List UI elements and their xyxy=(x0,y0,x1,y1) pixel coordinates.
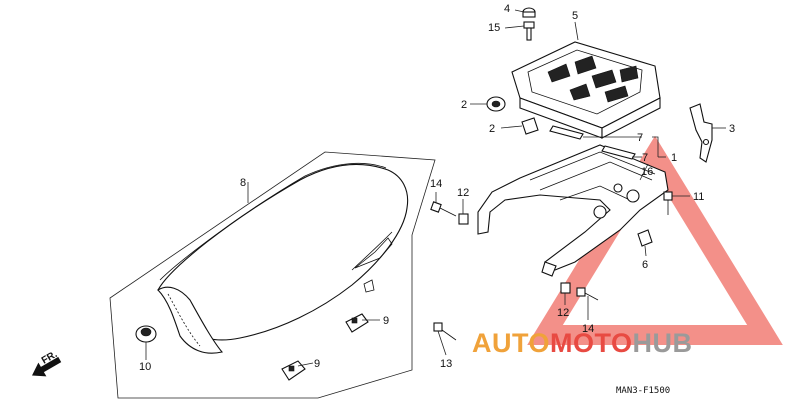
callout-6: 6 xyxy=(642,259,648,271)
bushing-2a xyxy=(486,96,506,112)
front-direction-arrow: FR. xyxy=(32,349,62,377)
callout-2b: 2 xyxy=(489,123,495,135)
bolt-14a xyxy=(430,201,457,217)
collar-12b xyxy=(560,282,571,294)
watermark-moto: MOTO xyxy=(550,328,633,358)
callout-8: 8 xyxy=(240,177,246,189)
rear-rack-top xyxy=(511,41,661,139)
callout-14a: 14 xyxy=(430,178,442,190)
callout-4: 4 xyxy=(504,3,510,15)
callout-3: 3 xyxy=(729,123,735,135)
callout-11: 11 xyxy=(693,191,704,203)
callout-15: 15 xyxy=(488,22,500,34)
leader-lines xyxy=(145,9,726,367)
rubber-strip-7a xyxy=(549,125,584,140)
callout-5: 5 xyxy=(572,10,578,22)
bushing-2b xyxy=(521,117,539,135)
callout-10: 10 xyxy=(139,361,151,373)
diagram-code: MAN3-F1500 xyxy=(616,386,670,396)
watermark-triangle xyxy=(527,135,783,345)
callout-12a: 12 xyxy=(457,187,469,199)
clip-9b xyxy=(281,360,306,381)
bracket-3 xyxy=(689,103,713,163)
seat xyxy=(157,162,409,354)
callout-14b: 14 xyxy=(582,323,594,335)
callout-9a: 9 xyxy=(383,315,389,327)
callout-7b: 7 xyxy=(642,152,648,164)
bolt-11 xyxy=(663,191,673,215)
callout-9b: 9 xyxy=(314,358,320,370)
seat-box xyxy=(109,151,436,399)
collar-12a xyxy=(458,213,469,225)
callout-13: 13 xyxy=(440,358,452,370)
watermark-text: AUTOMOTOHUB xyxy=(472,328,693,358)
cap-4 xyxy=(522,7,536,18)
rubber-strip-7b xyxy=(601,145,636,160)
bolt-15 xyxy=(523,21,535,41)
callout-7a: 7 xyxy=(637,132,643,144)
watermark-hub: HUB xyxy=(633,328,693,358)
bolt-13 xyxy=(433,322,457,341)
callout-labels: 4 15 5 2 2 3 7 7 1 16 11 8 14 12 6 12 14… xyxy=(139,3,735,373)
callout-2a: 2 xyxy=(461,99,467,111)
callout-16: 16 xyxy=(641,166,653,178)
watermark-auto: AUTO xyxy=(472,328,550,358)
bolt-14b xyxy=(576,287,599,301)
grab-rail xyxy=(477,144,669,277)
nut-6 xyxy=(637,229,653,247)
callout-12b: 12 xyxy=(557,307,569,319)
cushion-10 xyxy=(135,325,157,343)
callout-1: 1 xyxy=(671,152,677,164)
clip-9a xyxy=(345,313,369,333)
